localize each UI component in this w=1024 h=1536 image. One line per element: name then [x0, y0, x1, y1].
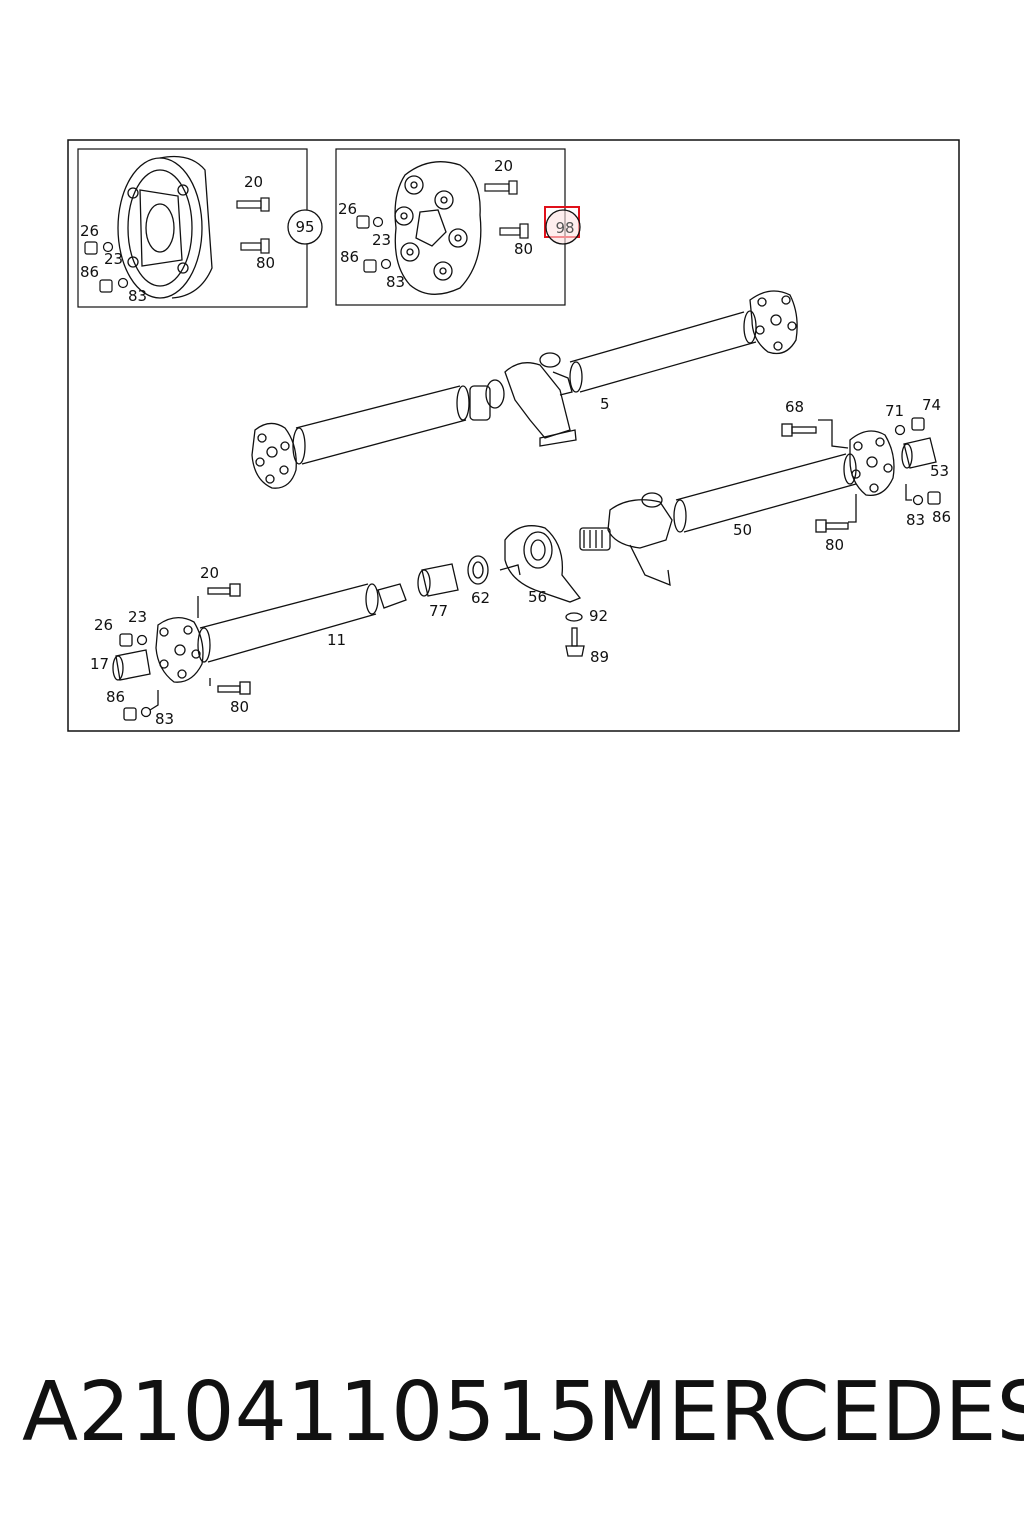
label-77: 77 — [429, 602, 448, 620]
flex-disc-drum-95 — [117, 155, 213, 299]
label-23: 23 — [128, 608, 147, 626]
bolt-icon — [236, 197, 270, 254]
label-80: 80 — [514, 240, 533, 258]
label-56: 56 — [528, 588, 547, 606]
callout-95-label: 95 — [295, 218, 314, 236]
label-83: 83 — [386, 273, 405, 291]
label-20: 20 — [244, 173, 263, 191]
label-83: 83 — [128, 287, 147, 305]
label-26: 26 — [94, 616, 113, 634]
label-5: 5 — [600, 395, 610, 413]
part-number: A2104110515 — [22, 1365, 600, 1460]
label-53: 53 — [930, 462, 949, 480]
label-83: 83 — [906, 511, 925, 529]
label-23: 23 — [372, 231, 391, 249]
label-26: 26 — [338, 200, 357, 218]
callout-95[interactable] — [287, 209, 323, 245]
diagram-frame — [67, 139, 960, 732]
inset-right: 98 20 80 26 23 86 83 — [335, 148, 581, 306]
nut-icon — [84, 241, 129, 293]
upper-propshaft — [251, 290, 798, 489]
front-propshaft — [112, 525, 585, 721]
inset-right-frame — [335, 148, 566, 306]
label-23: 23 — [104, 250, 123, 268]
callout-98-label: 98 — [555, 219, 574, 237]
label-71: 71 — [885, 402, 904, 420]
label-20: 20 — [494, 157, 513, 175]
inset-left: 95 20 80 26 23 86 83 — [77, 148, 323, 308]
flex-disc-98 — [394, 161, 482, 295]
label-62: 62 — [471, 589, 490, 607]
label-11: 11 — [327, 631, 346, 649]
nut-icon — [356, 215, 392, 273]
label-17: 17 — [90, 655, 109, 673]
label-92: 92 — [589, 607, 608, 625]
label-86: 86 — [80, 263, 99, 281]
label-86: 86 — [340, 248, 359, 266]
label-80: 80 — [230, 698, 249, 716]
label-26: 26 — [80, 222, 99, 240]
label-86: 86 — [932, 508, 951, 526]
brand-name: MERCEDES — [597, 1365, 1024, 1460]
parts-diagram: 95 20 80 26 23 86 83 98 20 — [67, 139, 960, 732]
label-20: 20 — [200, 564, 219, 582]
bolt-icon — [484, 180, 529, 239]
label-80: 80 — [256, 254, 275, 272]
caption: A2104110515 MERCEDES — [0, 1365, 1024, 1485]
callout-98[interactable] — [545, 209, 581, 245]
label-50: 50 — [733, 521, 752, 539]
label-89: 89 — [590, 648, 609, 666]
label-68: 68 — [785, 398, 804, 416]
rear-propshaft — [579, 417, 941, 587]
label-80: 80 — [825, 536, 844, 554]
label-83: 83 — [155, 710, 174, 728]
label-86: 86 — [106, 688, 125, 706]
label-74: 74 — [922, 396, 941, 414]
